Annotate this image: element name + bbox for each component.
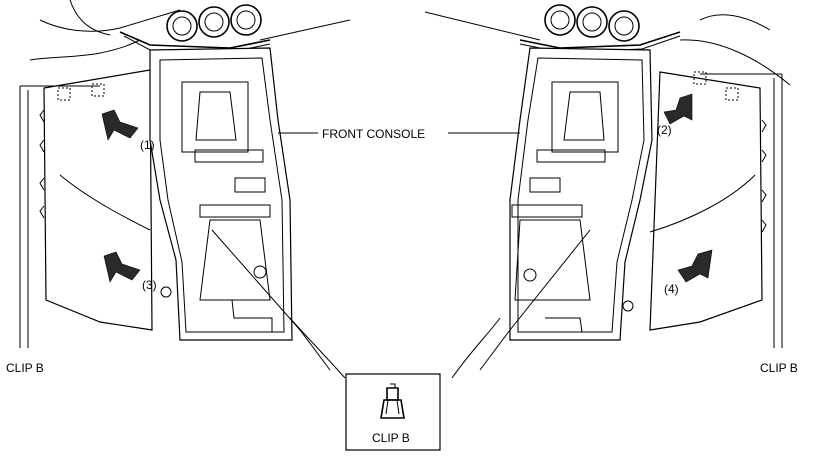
step-1-label: (1) xyxy=(140,138,155,152)
clip-b-label-right: CLIP B xyxy=(760,361,798,375)
clip-b-location xyxy=(57,87,71,101)
air-vent-icon xyxy=(544,4,576,36)
clip-b-label-left: CLIP B xyxy=(6,361,44,375)
pull-direction-arrow-icon xyxy=(103,251,141,283)
air-vent-icon xyxy=(608,10,640,42)
clip-b-detail-box: CLIP B xyxy=(345,373,441,451)
air-vent-icon xyxy=(230,4,262,36)
clip-icon xyxy=(380,383,405,419)
left-console-view xyxy=(19,0,351,379)
clip-b-location xyxy=(91,83,105,97)
clip-b-location xyxy=(725,87,739,101)
clip-b-location xyxy=(693,71,707,85)
side-panel-right xyxy=(649,71,763,331)
step-3-label: (3) xyxy=(142,278,157,292)
air-vent-icon xyxy=(166,10,198,42)
side-panel-left xyxy=(43,69,153,331)
front-console-label: FRONT CONSOLE xyxy=(322,127,425,141)
step-4-label: (4) xyxy=(664,282,679,296)
air-vent-icon xyxy=(576,6,608,38)
pull-direction-arrow-icon xyxy=(677,249,713,283)
step-2-label: (2) xyxy=(657,123,672,137)
pull-direction-arrow-icon xyxy=(663,93,693,125)
right-console-view xyxy=(424,4,791,379)
clip-b-detail-label: CLIP B xyxy=(372,431,410,445)
pull-direction-arrow-icon xyxy=(101,109,139,141)
air-vent-icon xyxy=(198,6,230,38)
